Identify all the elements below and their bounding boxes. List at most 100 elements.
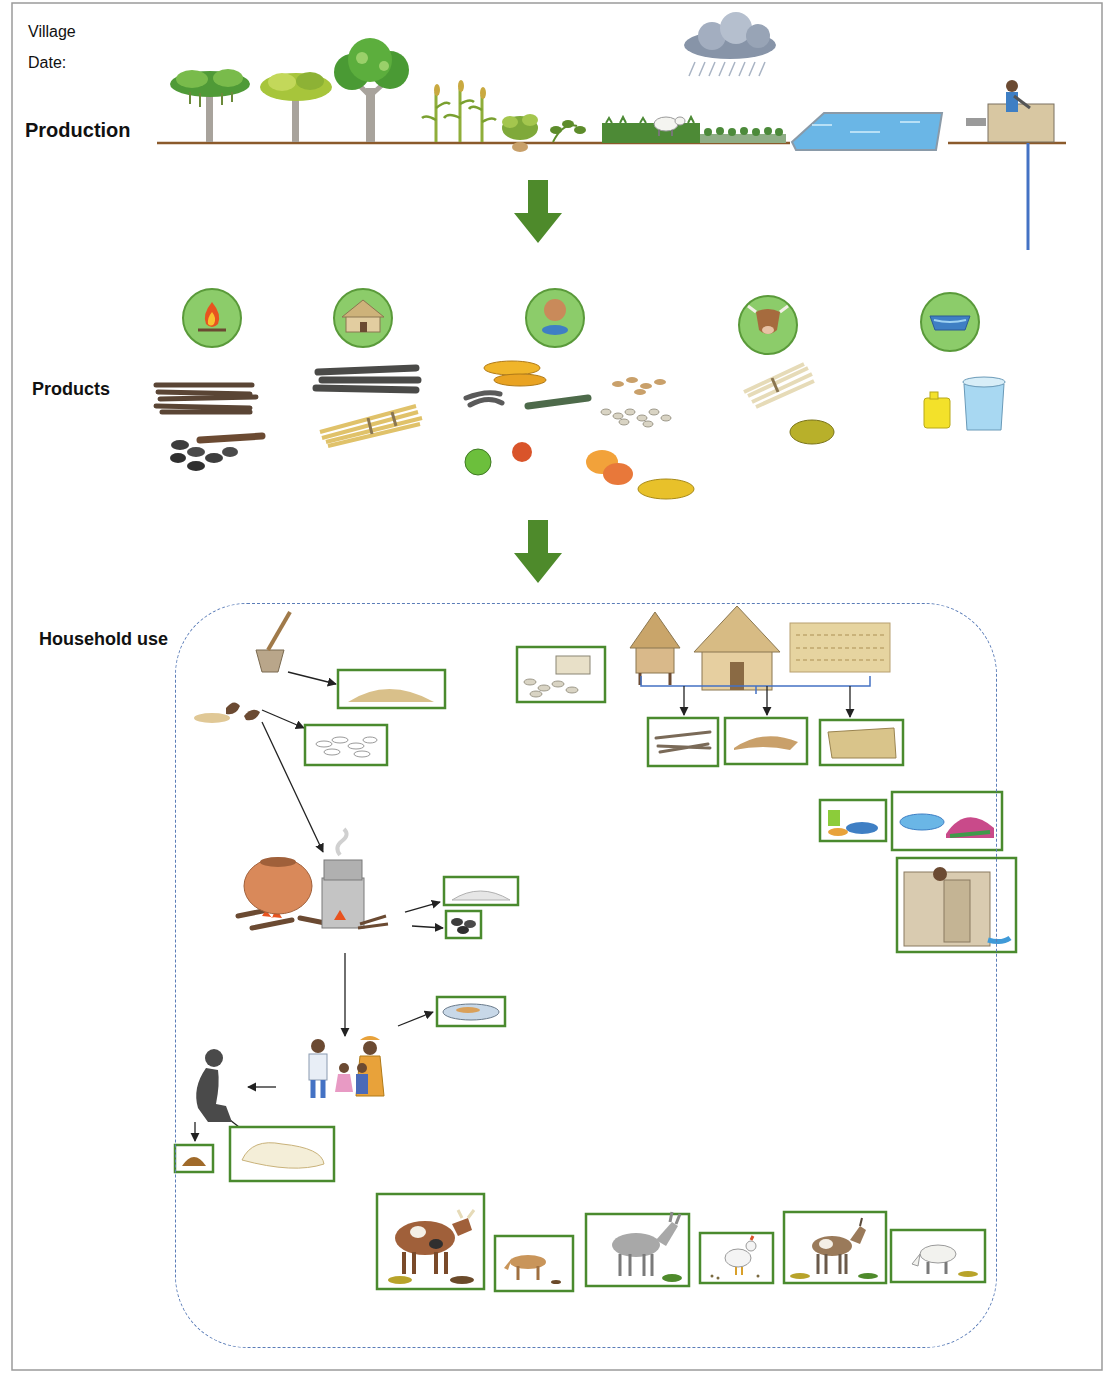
tree (170, 69, 250, 142)
residue-box (182, 1157, 206, 1166)
animal-box (751, 1236, 753, 1240)
animal-box (920, 1245, 956, 1263)
residue-box (648, 718, 718, 766)
animal-box (504, 1258, 512, 1270)
residue-box (900, 814, 944, 830)
maize-plants (434, 84, 440, 96)
food-crops (637, 415, 647, 421)
food-crops (465, 361, 694, 499)
bean-plant (550, 126, 562, 134)
food-crops (601, 409, 671, 427)
residue-box (305, 725, 387, 765)
residue-box (446, 911, 481, 938)
animal-box (891, 1230, 985, 1282)
maize-plants (480, 87, 486, 99)
vegetable-bed (704, 128, 712, 136)
animal-box (850, 1226, 866, 1244)
residue-box (820, 720, 903, 765)
charcoal (205, 453, 223, 463)
improved-stove (322, 878, 364, 928)
region-heading: Household use (39, 629, 168, 649)
output-arrow (405, 902, 440, 912)
residue-box (820, 800, 886, 841)
use-icon-livestock (748, 306, 788, 312)
residue-box (556, 656, 590, 674)
granary (636, 645, 674, 673)
bean-plant (550, 120, 586, 142)
tree (190, 92, 232, 107)
animal-box (620, 1254, 652, 1276)
residue-box (437, 997, 505, 1026)
form-field-label: Village (28, 23, 76, 40)
bracket (641, 676, 870, 717)
bracket (641, 676, 870, 694)
animal-box (377, 1194, 484, 1289)
residue-box (725, 718, 807, 764)
animal-box (395, 1221, 455, 1255)
vegetable-bed (764, 127, 772, 135)
residue-box (828, 828, 848, 836)
groundnut-plant (522, 114, 538, 126)
food-crops (601, 409, 611, 415)
use-icon-food (542, 325, 568, 335)
pasture (659, 130, 672, 136)
tree (334, 38, 409, 142)
rain-cloud (684, 12, 776, 76)
use-icon-livestock (739, 296, 797, 354)
vegetable-bed (700, 127, 786, 143)
label-holder: Date: (28, 54, 66, 72)
water-containers (924, 398, 950, 428)
maize-plants (422, 100, 496, 122)
shelling-hands (244, 710, 260, 721)
vegetable-bed (728, 128, 736, 136)
squatting-person (196, 1068, 232, 1122)
borehole (1027, 143, 1030, 250)
residue-box (566, 687, 578, 693)
residue-box (456, 1007, 480, 1013)
animal-box (928, 1262, 946, 1274)
residue-box (451, 918, 463, 926)
output-arrow (248, 1086, 276, 1087)
thatch-bundle (368, 412, 396, 434)
residue-box (828, 810, 840, 826)
residue-box (230, 1127, 334, 1181)
mortar-pestle (256, 650, 284, 672)
vegetable-bed (752, 128, 760, 136)
bracket (766, 686, 767, 715)
charcoal (187, 447, 205, 457)
food-crops (512, 442, 532, 462)
tree (260, 72, 332, 142)
charcoal (170, 453, 186, 463)
family (311, 1039, 325, 1053)
granary (630, 612, 680, 648)
improved-stove (324, 860, 362, 880)
animal-box (784, 1212, 886, 1283)
family (357, 1063, 367, 1073)
residue-box (443, 1004, 499, 1020)
bracket (683, 686, 684, 715)
charcoal (222, 447, 238, 457)
residue-box (950, 832, 990, 836)
rain-cloud (746, 24, 770, 48)
vegetable-bed (775, 128, 783, 136)
residue-box (524, 679, 536, 685)
residue-box (933, 867, 947, 881)
use-icon-food (544, 299, 566, 321)
label-holder: Products (32, 379, 110, 400)
residue-box (316, 741, 332, 747)
squatting-person (205, 1049, 223, 1067)
fence-mat (790, 623, 890, 672)
food-crops (649, 409, 659, 415)
food-crops (612, 377, 666, 395)
rain-cloud (689, 62, 765, 76)
output-arrow (288, 672, 336, 684)
residue-box (305, 725, 387, 765)
residue-box (437, 997, 505, 1026)
tree (206, 92, 213, 142)
residue-box (175, 1145, 213, 1172)
residue-box (230, 1127, 334, 1181)
residue-box (338, 670, 445, 708)
use-icon-fuel (198, 329, 226, 332)
